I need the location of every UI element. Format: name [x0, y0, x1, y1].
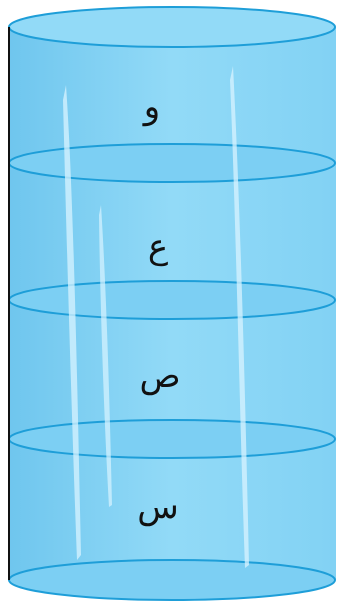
segment-label: ع	[148, 227, 168, 267]
segment-label: و	[142, 87, 160, 127]
segment-label: س	[137, 487, 179, 527]
segment-divider-ring	[9, 144, 335, 182]
segment-divider-ring	[9, 420, 335, 458]
segment-divider-ring	[9, 281, 335, 319]
cylinder-top-cap	[9, 7, 335, 47]
cylinder-bottom-cap	[9, 560, 335, 600]
segment-label: ص	[139, 356, 180, 396]
